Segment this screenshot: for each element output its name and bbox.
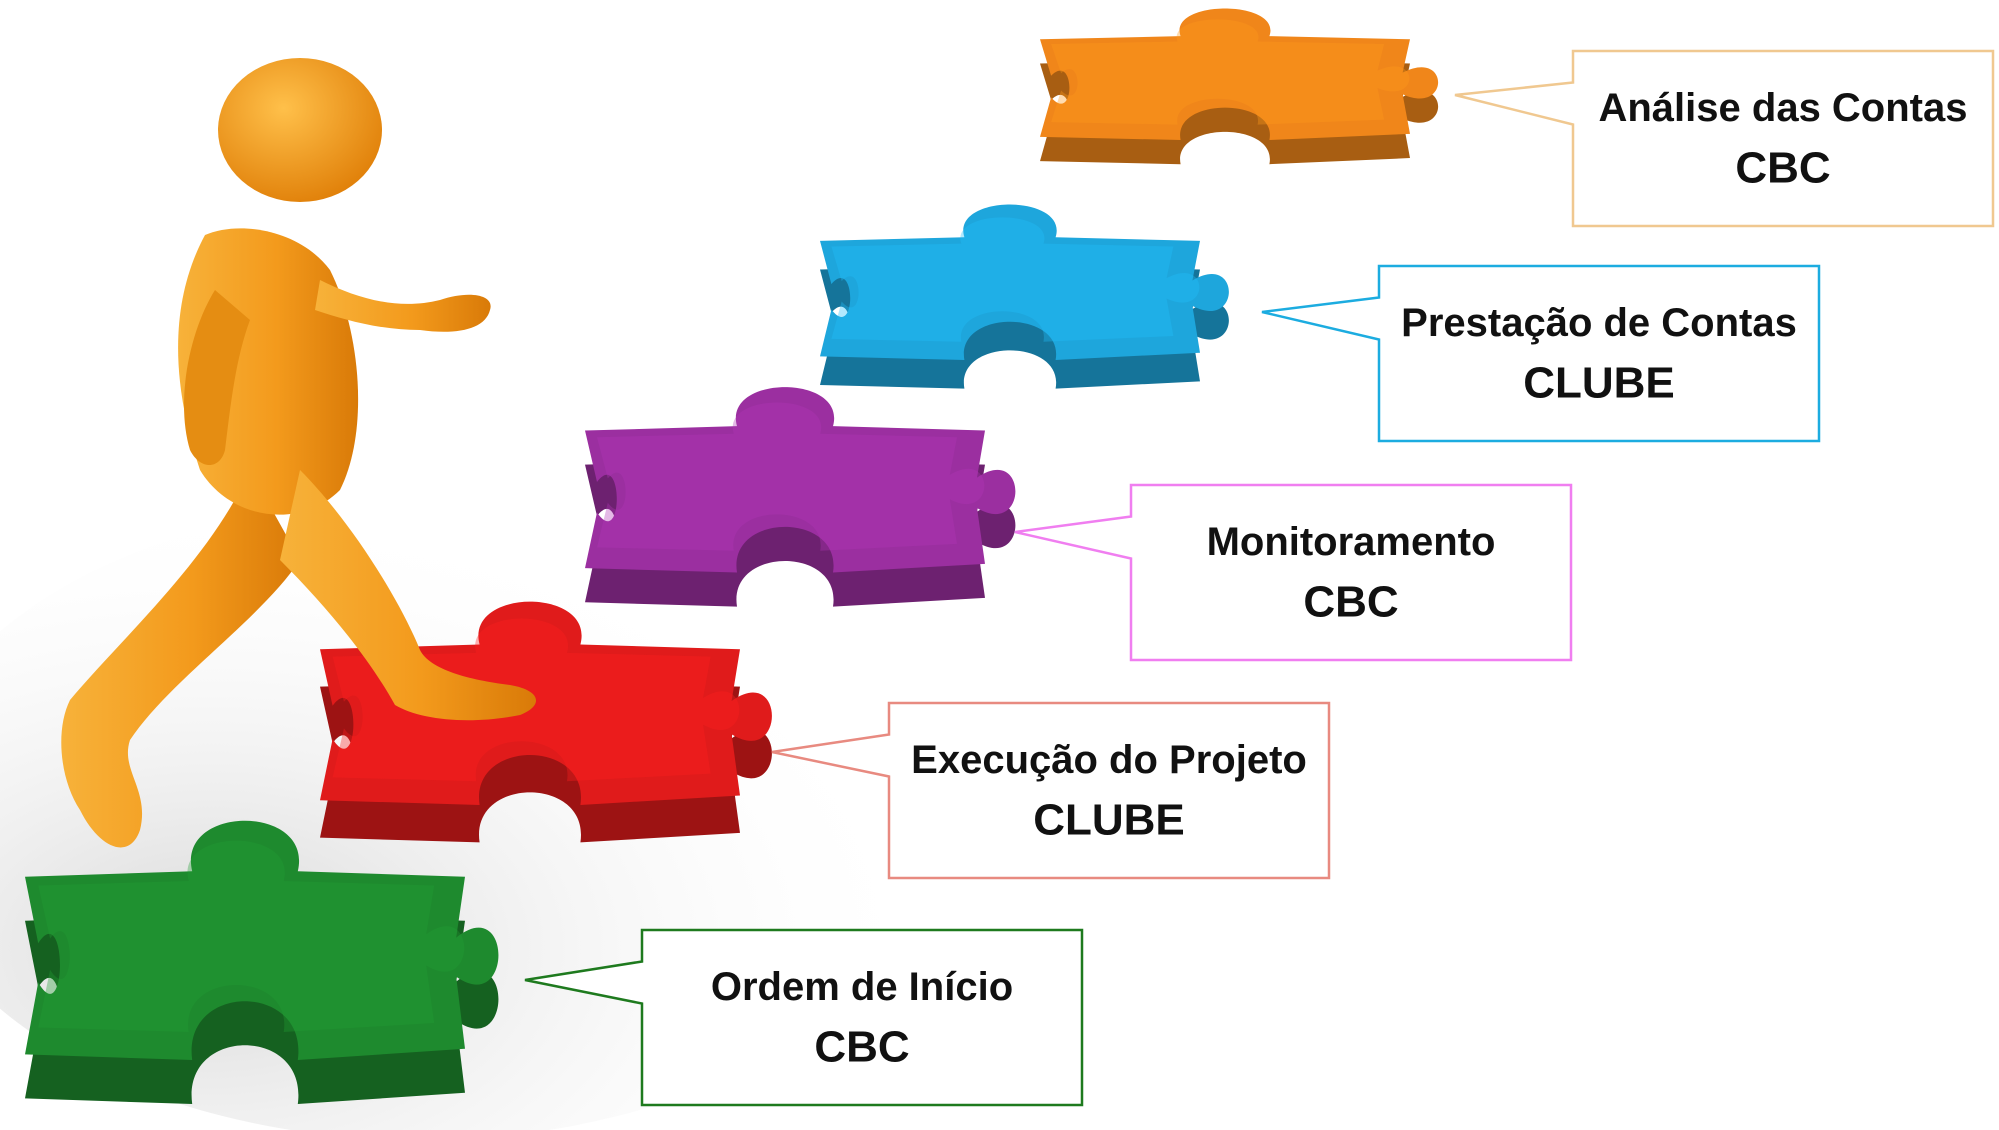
figure-part (315, 280, 491, 332)
puzzle-piece-5-icon (1040, 8, 1439, 140)
step-title: Monitoramento (1207, 520, 1496, 564)
figure-part (61, 470, 300, 848)
puzzle-piece-highlight (597, 402, 985, 551)
step-title: Execução do Projeto (911, 738, 1307, 782)
figure-part (218, 58, 382, 202)
step-title: Análise das Contas (1598, 86, 1967, 130)
step-owner: CBC (1303, 577, 1398, 626)
puzzle-piece-2-icon (320, 601, 772, 805)
step-title: Ordem de Início (711, 965, 1013, 1009)
callout-box (1454, 49, 1995, 228)
figure-part (184, 290, 250, 465)
puzzle-piece-highlight (1051, 19, 1410, 125)
step-owner: CBC (1735, 143, 1830, 192)
puzzle-piece-3-icon (585, 387, 1016, 573)
callout-box (1014, 483, 1573, 662)
callout-box (771, 701, 1331, 880)
figure-part (280, 470, 537, 721)
puzzle-piece-4-icon (820, 204, 1229, 360)
callout-box (1261, 264, 1821, 443)
climbing-figure-icon (61, 58, 537, 848)
step-title: Prestação de Contas (1401, 301, 1797, 345)
puzzle-piece-highlight (38, 840, 465, 1032)
puzzle-piece-highlight (831, 217, 1200, 342)
puzzle-piece-1-icon (25, 820, 499, 1060)
step-owner: CBC (814, 1022, 909, 1071)
step-owner: CLUBE (1033, 795, 1185, 844)
callout-box (524, 928, 1084, 1107)
step-owner: CLUBE (1523, 358, 1675, 407)
